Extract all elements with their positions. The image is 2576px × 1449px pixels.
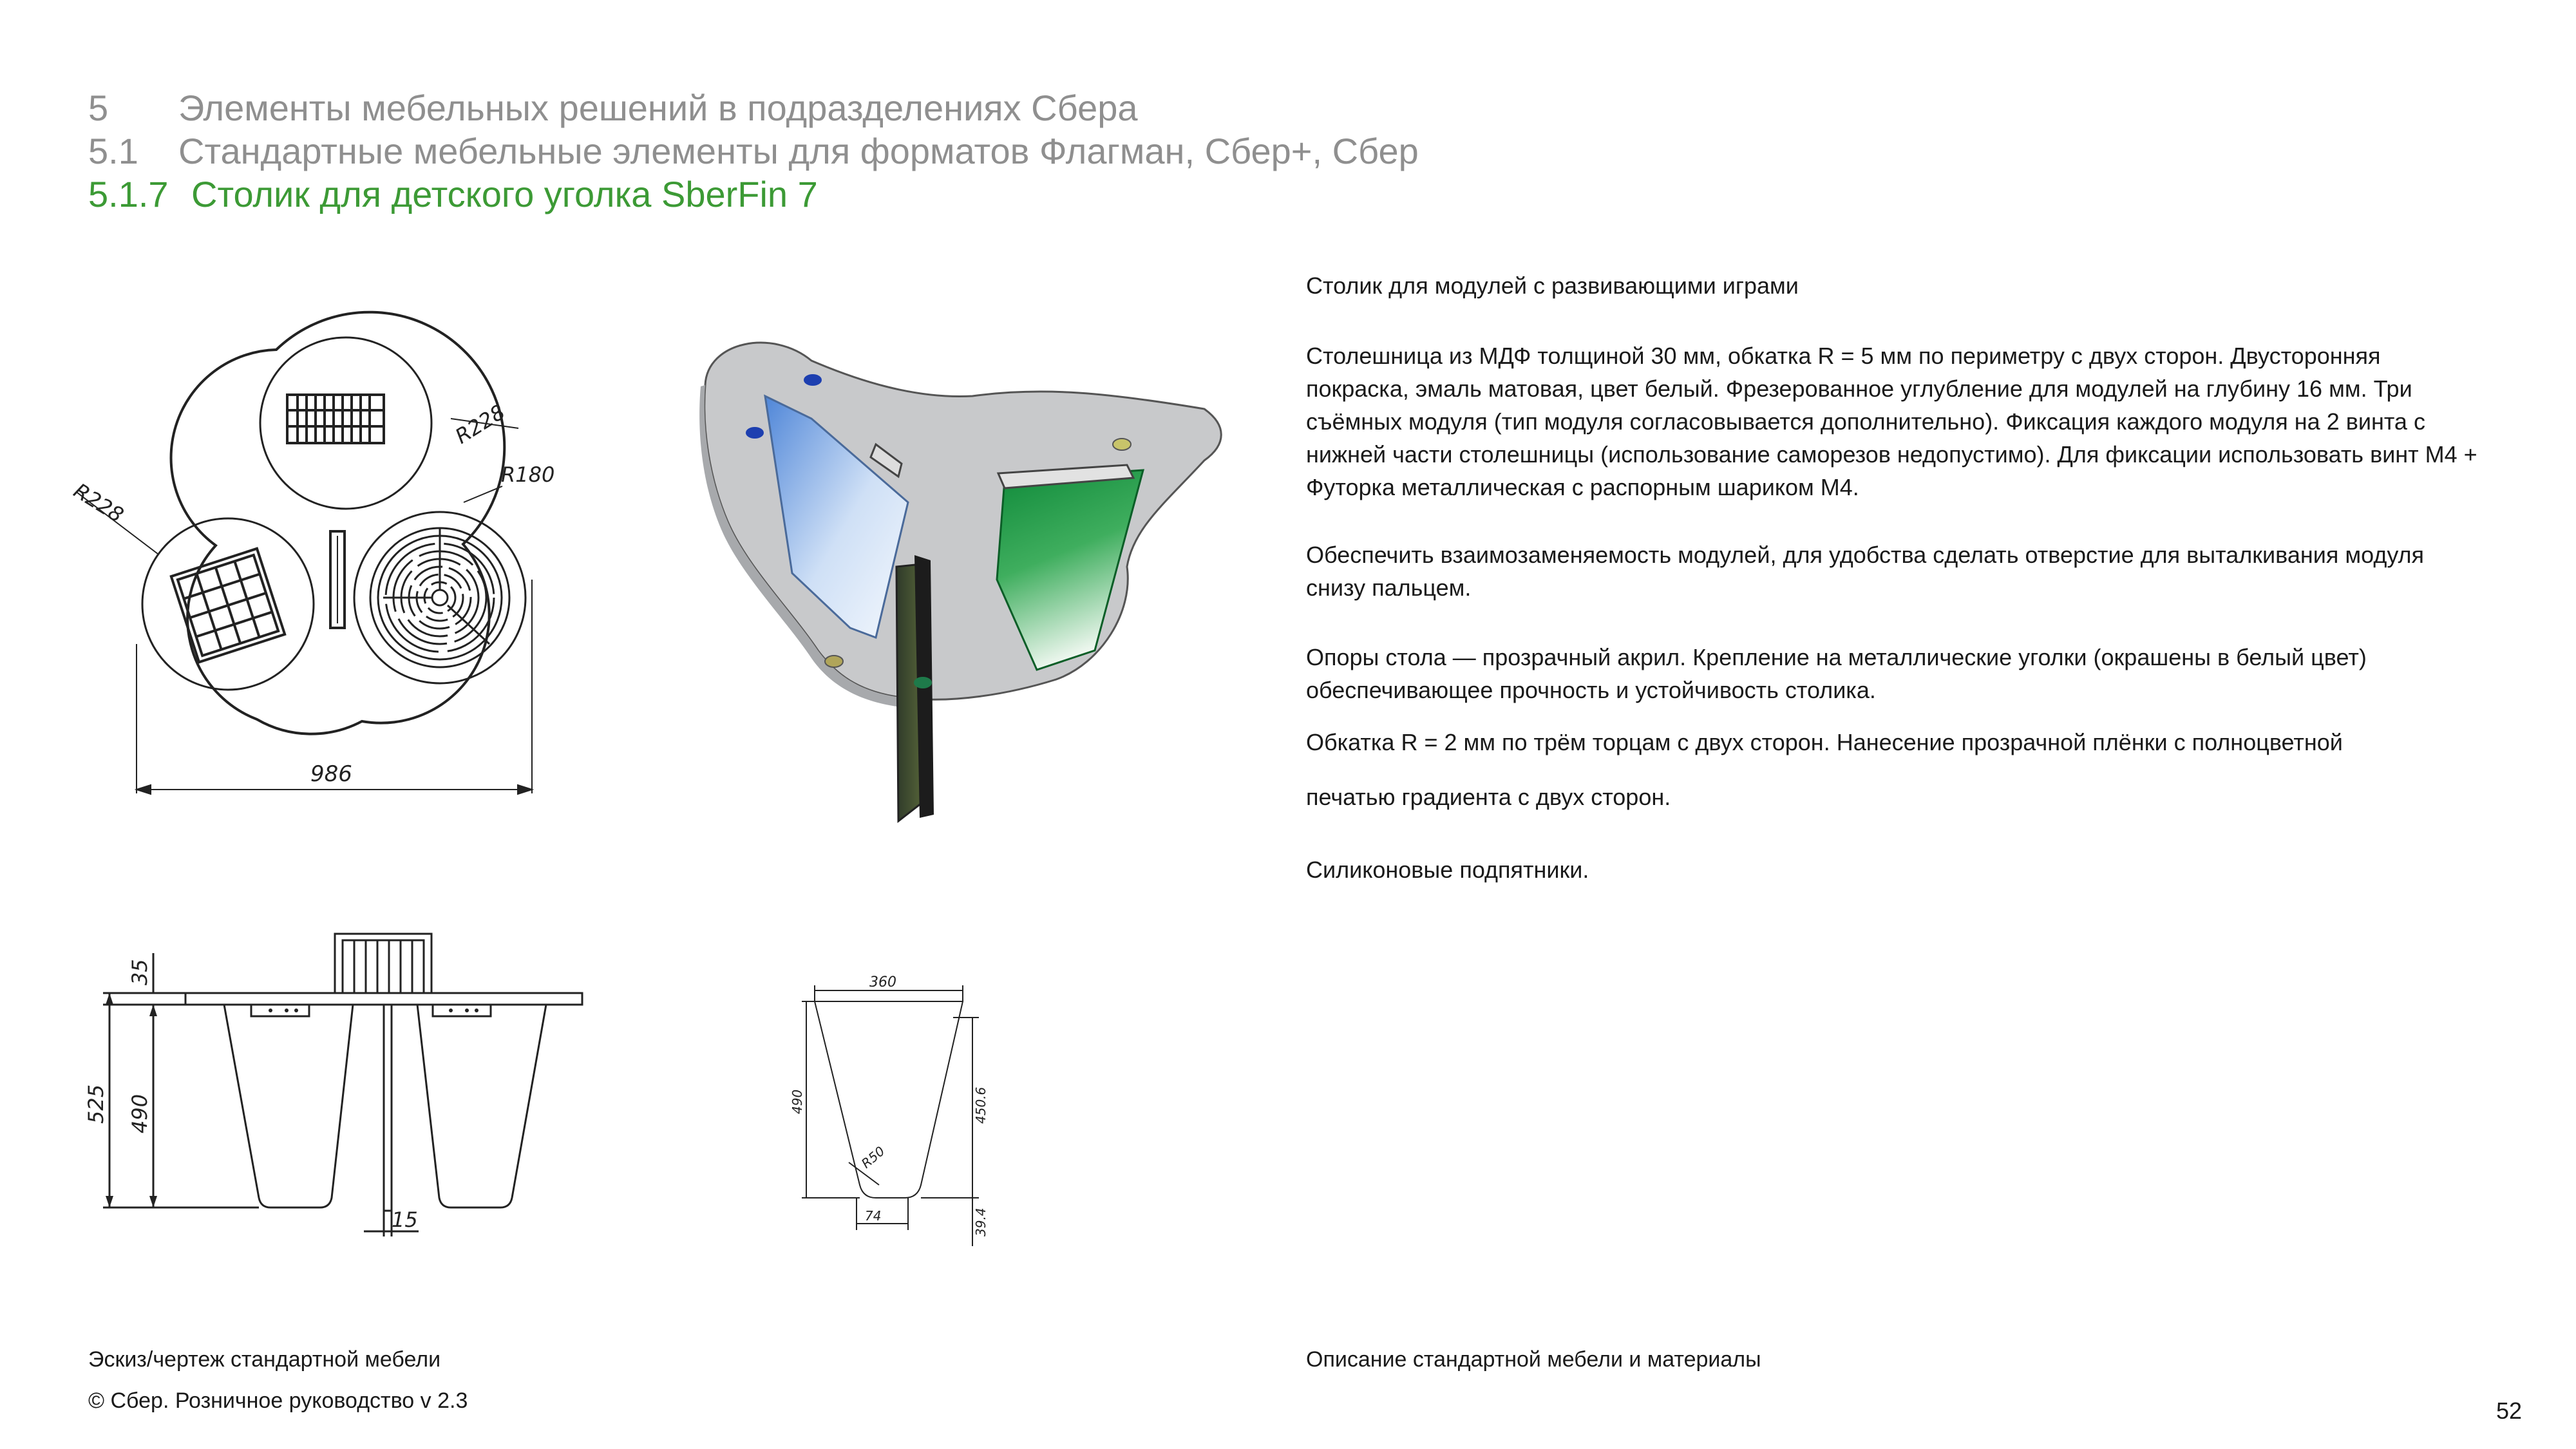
dim-height-total: 525 xyxy=(84,1084,108,1124)
description-paragraph-4b: печатью градиента с двух сторон. xyxy=(1306,784,1671,810)
item-title: Столик для детского уголка SberFin 7 xyxy=(191,174,818,214)
section-number: 5 xyxy=(88,88,109,128)
dim-leg-height: 490 xyxy=(790,1090,805,1114)
dim-leg-height: 490 xyxy=(128,1094,152,1133)
leg-drawing: 360 490 450.6 R50 74 39.4 xyxy=(790,974,989,1246)
section-heading: 5 Элементы мебельных решений в подразделе… xyxy=(88,90,1138,126)
dim-leg-bottom-width: 74 xyxy=(865,1208,881,1224)
description-paragraph-2: Обеспечить взаимозаменяемость модулей, д… xyxy=(1306,542,2425,601)
description-paragraph-4a: Обкатка R = 2 мм по трём торцам с двух с… xyxy=(1306,729,2343,755)
dim-leg-top-width: 360 xyxy=(869,974,896,990)
dim-leg-height-right: 450.6 xyxy=(973,1087,989,1124)
dim-width: 986 xyxy=(310,761,352,787)
dim-r-module: R180 xyxy=(501,462,554,487)
subsection-title: Стандартные мебельные элементы для форма… xyxy=(178,131,1419,171)
description-paragraph-1: Столешница из МДФ толщиной 30 мм, обкатк… xyxy=(1306,343,2477,500)
copyright: © Сбер. Розничное руководство v 2.3 xyxy=(88,1388,468,1413)
description-title: Столик для модулей с развивающими играми xyxy=(1306,272,1799,299)
dim-top-thickness: 35 xyxy=(128,959,152,985)
dim-leg-thickness: 15 xyxy=(392,1208,418,1232)
side-elevation-drawing: 35 525 490 15 xyxy=(84,933,583,1236)
description-paragraph-5: Силиконовые подпятники. xyxy=(1306,857,1589,883)
top-view-drawing: R228 R180 R228 986 xyxy=(70,310,554,795)
dim-r-outer: R228 xyxy=(451,399,509,448)
caption-description: Описание стандартной мебели и материалы xyxy=(1306,1347,1761,1372)
caption-sketch: Эскиз/чертеж стандартной мебели xyxy=(88,1347,441,1372)
dim-leg-bottom-height: 39.4 xyxy=(973,1208,989,1236)
table-3d-render xyxy=(699,341,1222,824)
description-paragraph-3: Опоры стола — прозрачный акрил. Креплени… xyxy=(1306,644,2367,703)
page-number: 52 xyxy=(2496,1397,2523,1424)
item-number: 5.1.7 xyxy=(88,174,169,214)
subsection-number: 5.1 xyxy=(88,131,138,171)
subsection-heading: 5.1 Стандартные мебельные элементы для фо… xyxy=(88,133,1419,169)
item-heading: 5.1.7 Столик для детского уголка SberFin … xyxy=(88,176,818,213)
section-title: Элементы мебельных решений в подразделен… xyxy=(178,88,1138,128)
dim-leg-radius: R50 xyxy=(858,1143,888,1171)
dim-r-outer-left: R228 xyxy=(70,478,128,527)
